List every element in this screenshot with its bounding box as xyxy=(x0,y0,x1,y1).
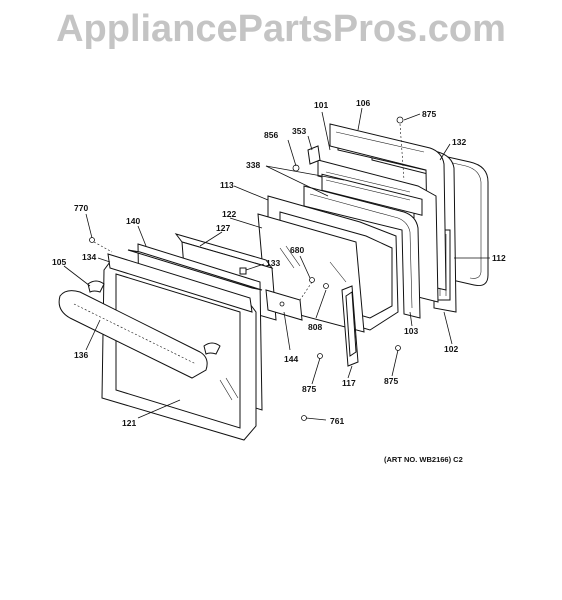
part-808-screw[interactable] xyxy=(323,283,329,289)
label-770: 770 xyxy=(74,203,88,213)
label-103: 103 xyxy=(404,326,418,336)
label-121: 121 xyxy=(122,418,136,428)
label-875-top: 875 xyxy=(422,109,436,119)
label-808: 808 xyxy=(308,322,322,332)
watermark-text: AppliancePartsPros.com xyxy=(56,8,506,50)
part-105-end-cap[interactable] xyxy=(87,280,221,355)
part-144-bracket[interactable] xyxy=(265,289,303,321)
part-132-door-frame[interactable] xyxy=(371,139,489,286)
label-106: 106 xyxy=(356,98,370,108)
label-102: 102 xyxy=(444,344,458,354)
screw-875-left[interactable] xyxy=(317,353,323,359)
leader-lines xyxy=(63,107,490,419)
label-134: 134 xyxy=(82,252,96,262)
label-875-right: 875 xyxy=(384,376,398,386)
label-761: 761 xyxy=(330,416,344,426)
part-101-glass-assembly[interactable] xyxy=(317,159,439,303)
label-353: 353 xyxy=(292,126,306,136)
art-number: (ART NO. WB2166) C2 xyxy=(384,455,463,464)
label-875-left: 875 xyxy=(302,384,316,394)
label-117: 117 xyxy=(342,378,356,388)
screw-761[interactable] xyxy=(301,415,327,421)
screw-875-top[interactable] xyxy=(396,116,405,181)
label-112: 112 xyxy=(492,253,506,263)
label-144: 144 xyxy=(284,354,298,364)
screw-875-right[interactable] xyxy=(395,345,401,351)
part-136-door-handle[interactable] xyxy=(58,290,208,379)
label-132: 132 xyxy=(452,137,466,147)
label-105: 105 xyxy=(52,257,66,267)
label-140: 140 xyxy=(126,216,140,226)
label-122: 122 xyxy=(222,209,236,219)
label-127: 127 xyxy=(216,223,230,233)
part-680-screw[interactable] xyxy=(299,277,315,301)
label-133: 133 xyxy=(266,258,280,268)
label-856: 856 xyxy=(264,130,278,140)
label-680: 680 xyxy=(290,245,304,255)
label-136: 136 xyxy=(74,350,88,360)
label-338: 338 xyxy=(246,160,260,170)
part-133-spacer[interactable] xyxy=(239,267,247,275)
part-103-gasket[interactable] xyxy=(303,185,421,319)
screw-770[interactable] xyxy=(89,237,113,253)
label-101: 101 xyxy=(314,100,328,110)
part-353-hinge-pin[interactable] xyxy=(307,145,321,165)
label-113: 113 xyxy=(220,180,234,190)
part-117-side-rail[interactable] xyxy=(341,285,359,367)
part-134-trim[interactable] xyxy=(107,253,253,313)
